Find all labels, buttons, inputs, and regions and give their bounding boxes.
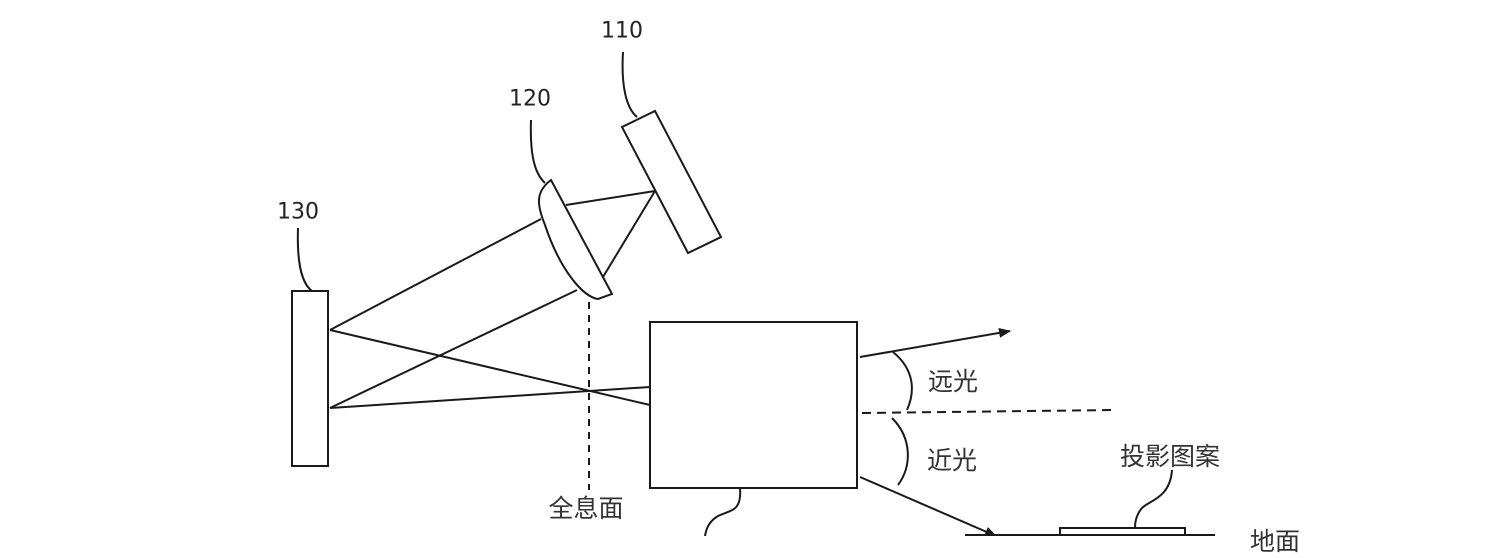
axis-dashed-line <box>861 409 1116 414</box>
beam <box>329 386 651 409</box>
leader-pattern <box>1134 469 1173 529</box>
beam <box>329 218 542 331</box>
leader-110 <box>621 51 638 118</box>
element-110 <box>620 109 723 255</box>
projection-pattern-rect <box>1059 527 1186 536</box>
label-projection-pattern: 投影图案 <box>1119 442 1221 471</box>
beam <box>329 289 578 409</box>
leader-120 <box>529 119 546 184</box>
label-120: 120 <box>509 86 551 112</box>
beam <box>565 190 656 206</box>
low-beam-angle-arc <box>891 417 909 486</box>
label-110: 110 <box>601 18 643 44</box>
label-hologram-plane: 全息面 <box>548 494 624 523</box>
label-130: 130 <box>277 199 319 225</box>
lens-120 <box>538 178 614 301</box>
leader-130 <box>296 227 313 292</box>
leader-box <box>704 487 742 536</box>
label-ground: 地面 <box>1249 527 1301 556</box>
label-low-beam: 近光 <box>926 446 978 475</box>
beam <box>329 329 651 406</box>
optical-diagram <box>291 51 1215 536</box>
high-beam-angle-arc <box>892 351 913 411</box>
high-beam-arrow <box>859 327 1011 358</box>
projection-module-box <box>649 321 858 489</box>
beam <box>602 190 656 278</box>
element-130 <box>291 290 329 467</box>
low-beam-arrow <box>859 476 997 536</box>
label-high-beam: 远光 <box>927 367 979 396</box>
